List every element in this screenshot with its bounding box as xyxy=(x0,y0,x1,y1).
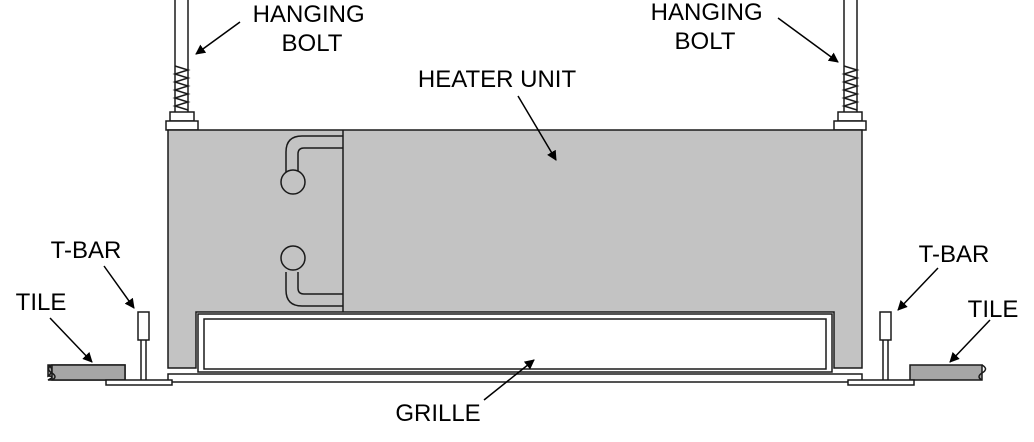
label-hanging-bolt-right: HANGING BOLT xyxy=(651,0,770,55)
bolt-washer-right xyxy=(833,120,867,131)
bolt-thread-left xyxy=(172,65,191,111)
t-bar-left xyxy=(105,311,173,386)
bolt-washer-left xyxy=(165,120,199,131)
label-grille: GRILLE xyxy=(395,400,480,427)
tile-left-break xyxy=(47,364,56,381)
bolt-nut-right xyxy=(837,111,863,122)
grille xyxy=(167,313,863,383)
tile-right-body xyxy=(909,364,983,381)
label-tile-left: TILE xyxy=(16,289,67,316)
arrow-tbar-left xyxy=(103,265,135,309)
bolt-thread-right xyxy=(841,65,860,111)
heater-unit-body xyxy=(167,129,863,369)
arrow-tile-left xyxy=(49,317,93,363)
label-heater-unit: HEATER UNIT xyxy=(418,66,577,93)
t-bar-right xyxy=(847,311,915,386)
arrow-tbar-right xyxy=(897,267,939,311)
valve-bottom xyxy=(280,245,306,271)
arrow-hanging-bolt-left xyxy=(195,21,241,55)
label-hanging-bolt-left: HANGING BOLT xyxy=(253,1,372,57)
tile-left-body xyxy=(51,364,126,381)
tile-right-break xyxy=(978,364,987,381)
arrow-hanging-bolt-right xyxy=(777,17,839,63)
heater-piping xyxy=(285,135,343,307)
arrow-heater-unit xyxy=(517,95,557,161)
arrow-grille xyxy=(483,359,535,401)
hanging-bolt-right xyxy=(833,0,867,131)
label-tile-right: TILE xyxy=(968,296,1019,323)
leader-arrows xyxy=(49,17,991,401)
label-tbar-right: T-BAR xyxy=(919,241,990,268)
label-tbar-left: T-BAR xyxy=(51,237,122,264)
hanging-bolt-left xyxy=(165,0,199,131)
valve-top xyxy=(280,169,306,195)
bolt-nut-left xyxy=(169,111,195,122)
arrow-tile-right xyxy=(949,319,991,363)
